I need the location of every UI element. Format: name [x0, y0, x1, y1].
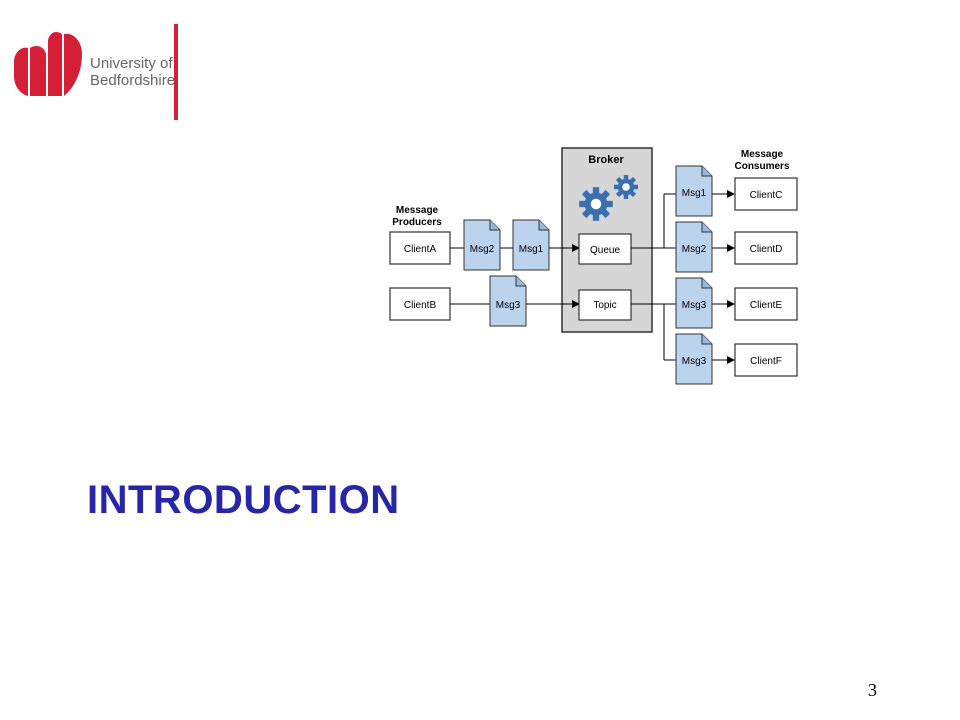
slide-title: INTRODUCTION — [87, 478, 400, 522]
svg-text:Msg2: Msg2 — [682, 244, 707, 255]
svg-text:Msg2: Msg2 — [470, 244, 495, 255]
producer-label-b: ClientB — [404, 300, 437, 311]
consumer-label-d: ClientD — [750, 244, 783, 255]
gear-large-icon — [579, 187, 613, 221]
consumer-box-e — [734, 287, 798, 321]
outbound-message-1: Msg1 — [675, 165, 713, 217]
consumer-box-f — [734, 343, 798, 377]
consumer-label-c: ClientC — [750, 190, 783, 201]
outbound-message-4: Msg3 — [675, 333, 713, 385]
consumers-heading-line-2: Consumers — [734, 161, 789, 172]
svg-text:Msg3: Msg3 — [682, 356, 707, 367]
queue-label: Queue — [590, 245, 620, 256]
inbound-message-1: Msg2 — [463, 219, 501, 271]
messaging-diagram: Broker Message Producers Message Consume… — [380, 140, 810, 390]
producer-label-a: ClientA — [404, 244, 437, 255]
outbound-message-2: Msg2 — [675, 221, 713, 273]
producer-box-a — [389, 231, 451, 265]
svg-text:Msg3: Msg3 — [496, 300, 521, 311]
topic-box — [578, 289, 632, 321]
svg-text:Msg1: Msg1 — [682, 188, 707, 199]
logo-line-2: Bedfordshire — [90, 72, 176, 89]
consumer-label-e: ClientE — [750, 300, 783, 311]
queue-box — [578, 233, 632, 265]
gear-small-icon — [614, 175, 638, 199]
outbound-message-3: Msg3 — [675, 277, 713, 329]
university-logo: University of Bedfordshire — [0, 0, 200, 130]
inbound-message-3: Msg3 — [489, 275, 527, 327]
logo-line-1: University of — [90, 55, 173, 72]
page-number: 3 — [868, 680, 877, 700]
consumer-label-f: ClientF — [750, 356, 782, 367]
consumers-heading-line-1: Message — [741, 149, 784, 160]
producers-heading-line-1: Message — [396, 205, 439, 216]
producer-box-b — [389, 287, 451, 321]
logo-mark-icon — [14, 24, 178, 120]
topic-label: Topic — [593, 300, 616, 311]
inbound-message-2: Msg1 — [512, 219, 550, 271]
consumer-box-d — [734, 231, 798, 265]
logo-wordmark: University of Bedfordshire — [90, 55, 175, 89]
producers-heading-line-2: Producers — [392, 217, 442, 228]
svg-text:Msg1: Msg1 — [519, 244, 544, 255]
consumer-box-c — [734, 177, 798, 211]
broker-title: Broker — [588, 154, 624, 166]
svg-text:Msg3: Msg3 — [682, 300, 707, 311]
